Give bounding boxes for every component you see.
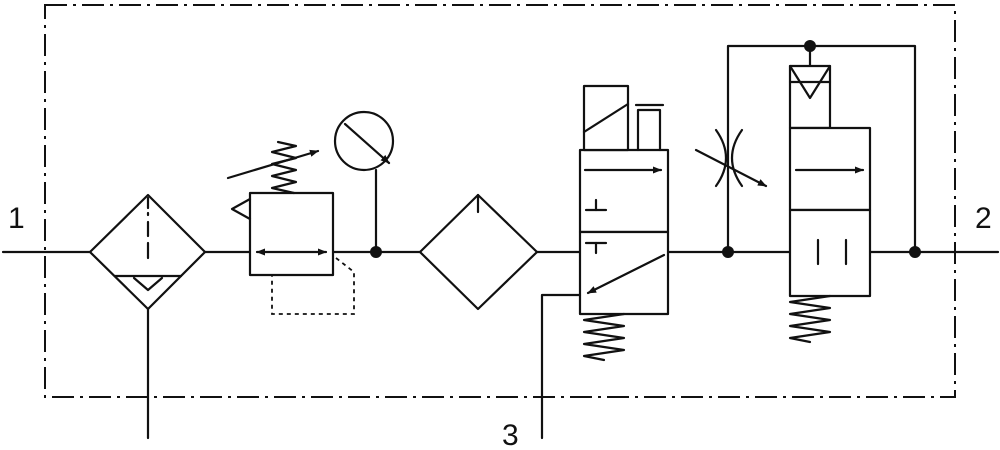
port-label-outlet: 2 xyxy=(975,202,992,235)
gauge-icon xyxy=(333,110,395,258)
throttle-icon xyxy=(694,128,768,188)
filter-icon xyxy=(418,193,539,311)
pilot-valve-icon xyxy=(788,64,872,344)
port-label-inlet: 1 xyxy=(8,202,25,235)
pilot-line xyxy=(722,40,921,258)
filter-drain-icon xyxy=(88,193,207,440)
regulator-icon xyxy=(226,140,355,315)
port-label-exhaust: 3 xyxy=(502,419,519,450)
unit-enclosure xyxy=(44,4,956,398)
solenoid-valve-icon xyxy=(540,84,670,440)
